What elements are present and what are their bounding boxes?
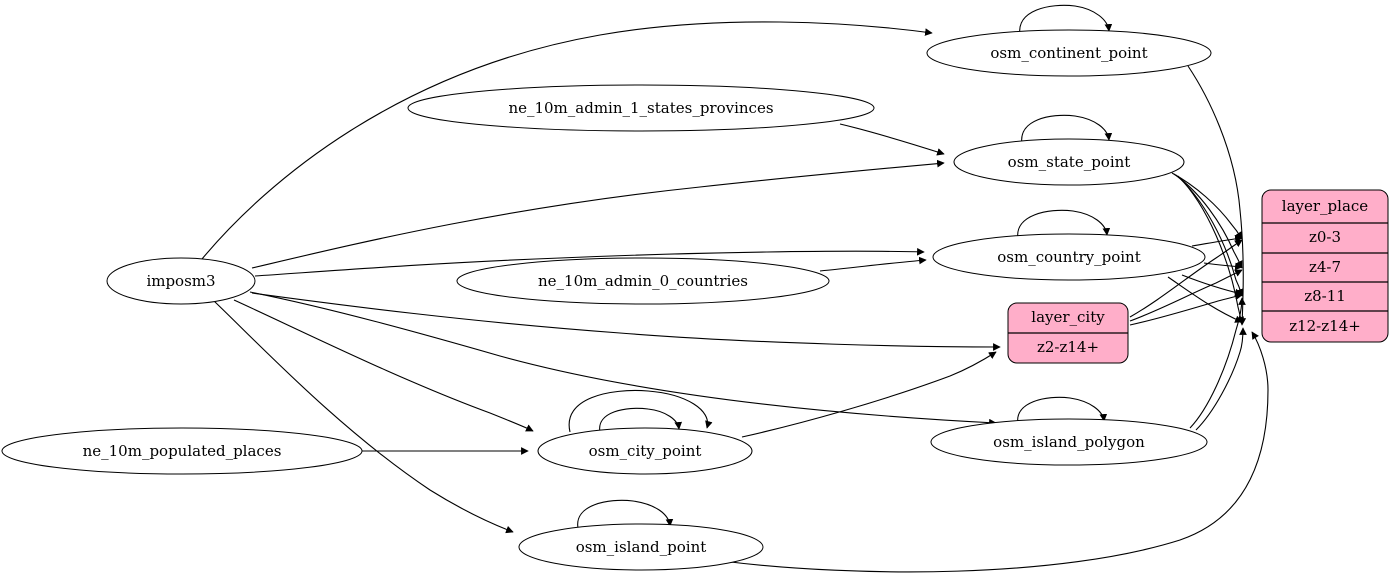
edge-self-loop-osm-city-point [599,407,683,433]
edge-osm-island-polygon-to-layer-place-z12 [1195,327,1247,431]
layer-place-row-z8-11[interactable]: z8-11 [1304,287,1346,305]
node-osm-continent-point[interactable]: osm_continent_point [926,29,1212,77]
edge-osm-island-polygon-to-layer-place-z8-11 [1189,297,1246,429]
layer-place-row-z0-3[interactable]: z0-3 [1309,228,1341,246]
layer-place-title: layer_place [1282,197,1369,215]
edge-self-loop-osm-country-point [1017,209,1111,240]
node-ne-10m-admin-1-states-provinces[interactable]: ne_10m_admin_1_states_provinces [407,84,875,132]
edge-self-loop-osm-continent-point [1019,4,1113,36]
node-label-osm-island-polygon: osm_island_polygon [993,433,1145,451]
edge-imposm3-to-osm-island-point [213,300,514,534]
edge-osm-continent-point-to-layer-place-z12 [1187,65,1247,326]
edge-imposm3-to-layer-city [251,292,1001,351]
node-imposm3[interactable]: imposm3 [106,257,256,305]
edge-imposm3-to-osm-island-polygon [249,291,997,427]
edge-self-loop-osm-island-point [577,499,674,529]
node-label-ne-countries: ne_10m_admin_0_countries [538,272,748,290]
edge-imposm3-to-osm-state-point [251,159,945,269]
node-ne-10m-admin-0-countries[interactable]: ne_10m_admin_0_countries [456,257,830,305]
node-label-ne-populated: ne_10m_populated_places [83,442,282,460]
layer-city-row-z2-z14[interactable]: z2-z14+ [1037,338,1099,356]
edge-imposm3-to-osm-continent-point [201,21,933,260]
node-osm-state-point[interactable]: osm_state_point [953,138,1185,186]
node-ne-10m-populated-places[interactable]: ne_10m_populated_places [1,427,363,475]
layer-place-row-z4-7[interactable]: z4-7 [1309,258,1341,276]
edge-osm-state-point-to-layer-place-z8-11 [1175,174,1244,297]
node-layer-city[interactable]: layer_city z2-z14+ [1007,302,1129,364]
layer-place-row-z12-z14[interactable]: z12-z14+ [1289,317,1361,335]
edge-ne-states-to-osm-state-point [839,123,945,156]
edge-osm-country-point-to-layer-place-z0-3 [1191,235,1243,247]
edge-layer-city-to-layer-place-z8-11 [1129,292,1243,326]
edge-self-loop-osm-state-point [1021,114,1113,145]
edge-osm-country-point-to-layer-place-z4-7 [1203,262,1243,271]
node-label-osm-city-point: osm_city_point [589,442,702,460]
layer-city-title: layer_city [1031,308,1105,326]
edge-osm-city-point-to-layer-city [741,351,997,438]
edge-layer-city-to-layer-place-z4-7 [1129,269,1243,322]
edge-imposm3-to-osm-country-point [254,247,925,277]
edge-self-loop-osm-island-polygon [1017,396,1108,425]
edge-osm-country-point-to-layer-place-z12 [1167,276,1243,323]
edge-ne-countries-to-osm-country-point [819,256,927,272]
node-osm-country-point[interactable]: osm_country_point [932,233,1206,281]
edges-layer [201,4,1269,573]
edge-osm-island-point-to-layer-place-z12 [721,331,1269,573]
node-layer-place[interactable]: layer_place z0-3 z4-7 z8-11 z12-z14+ [1261,189,1389,343]
edge-self-loop-outer-osm-city-point [568,389,713,433]
node-label-osm-island-point: osm_island_point [576,538,707,556]
node-osm-island-polygon[interactable]: osm_island_polygon [930,418,1208,466]
node-label-osm-continent-point: osm_continent_point [990,44,1147,62]
node-osm-island-point[interactable]: osm_island_point [518,523,764,571]
edge-layer-city-to-layer-place-z0-3 [1129,239,1243,318]
node-label-osm-state-point: osm_state_point [1008,153,1131,171]
node-label-osm-country-point: osm_country_point [997,248,1141,266]
node-label-imposm3: imposm3 [146,272,215,290]
edge-imposm3-to-osm-city-point [233,299,534,432]
node-label-ne-states: ne_10m_admin_1_states_provinces [508,99,773,117]
nodes-layer: imposm3 ne_10m_admin_1_states_provinces … [1,29,1389,571]
node-osm-city-point[interactable]: osm_city_point [537,427,753,475]
